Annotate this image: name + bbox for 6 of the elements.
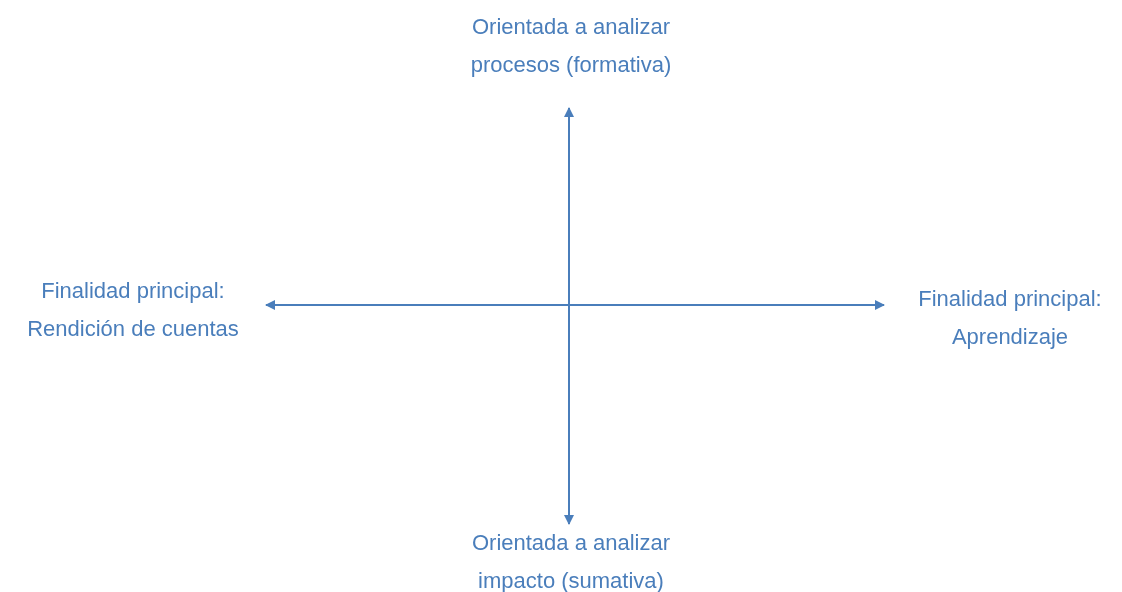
- axis-label: Orientada a analizar procesos (formativa): [430, 8, 712, 108]
- arrow: [564, 107, 574, 525]
- axis-label: Finalidad principal: Aprendizaje: [884, 280, 1122, 356]
- arrow: [265, 300, 885, 310]
- axis-label: Orientada a analizar impacto (sumativa): [430, 524, 712, 592]
- axis-label: Finalidad principal: Rendición de cuentas: [0, 272, 266, 348]
